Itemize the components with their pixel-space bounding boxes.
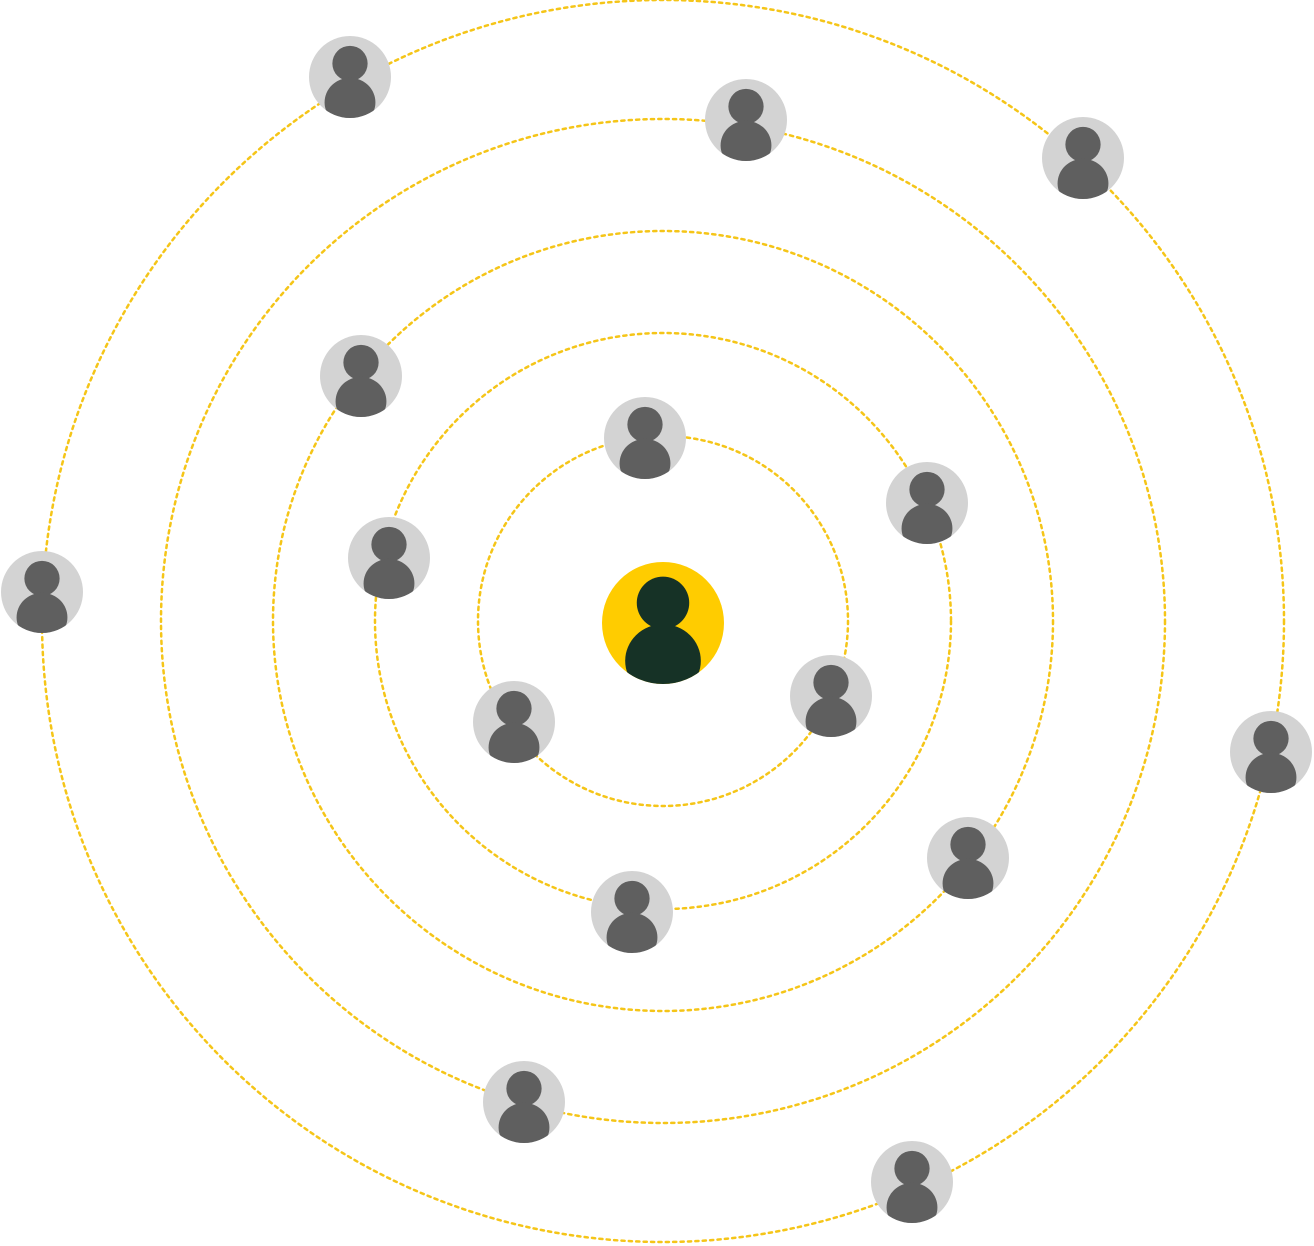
contact-avatar-14 bbox=[1230, 711, 1312, 793]
contact-avatar-5 bbox=[348, 517, 430, 599]
center-user-avatar bbox=[602, 562, 724, 684]
user-icon bbox=[363, 526, 415, 599]
user-icon bbox=[720, 88, 772, 161]
center-user bbox=[602, 562, 724, 684]
contact-avatar-1 bbox=[604, 397, 686, 479]
orbit-ring-5 bbox=[40, 0, 1286, 1244]
contact-avatar-9 bbox=[705, 79, 787, 161]
contact-avatar-15 bbox=[871, 1141, 953, 1223]
user-icon bbox=[886, 1150, 938, 1223]
user-icon bbox=[324, 45, 376, 118]
user-icon bbox=[619, 406, 671, 479]
contact-avatar-10 bbox=[483, 1061, 565, 1143]
contact-avatar-6 bbox=[591, 871, 673, 953]
user-icon bbox=[625, 576, 701, 684]
contact-avatar-3 bbox=[473, 681, 555, 763]
user-icon bbox=[805, 664, 857, 737]
contact-avatar-4 bbox=[886, 462, 968, 544]
user-icon bbox=[335, 344, 387, 417]
contact-avatars bbox=[1, 36, 1312, 1223]
orbit-ring-1 bbox=[476, 434, 850, 808]
user-icon bbox=[1245, 720, 1297, 793]
user-icon bbox=[901, 471, 953, 544]
contact-avatar-7 bbox=[320, 335, 402, 417]
contact-avatar-13 bbox=[1, 551, 83, 633]
user-icon bbox=[1057, 126, 1109, 199]
contact-avatar-11 bbox=[309, 36, 391, 118]
orbit-ring-4 bbox=[159, 117, 1167, 1125]
orbit-ring-3 bbox=[271, 229, 1055, 1013]
contact-avatar-2 bbox=[790, 655, 872, 737]
user-icon bbox=[498, 1070, 550, 1143]
user-icon bbox=[488, 690, 540, 763]
user-icon bbox=[942, 826, 994, 899]
user-icon bbox=[16, 560, 68, 633]
contact-avatar-8 bbox=[927, 817, 1009, 899]
contact-avatar-12 bbox=[1042, 117, 1124, 199]
user-icon bbox=[606, 880, 658, 953]
